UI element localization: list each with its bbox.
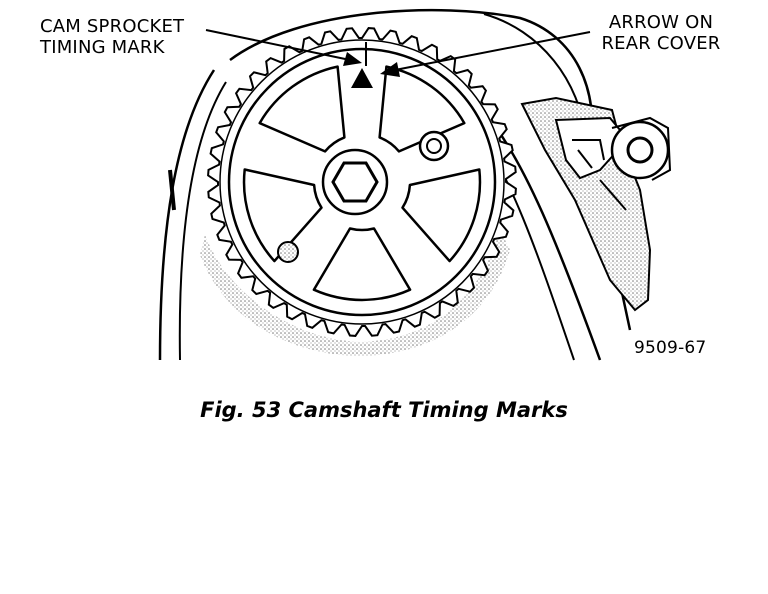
cam-timing-mark-triangle xyxy=(351,68,373,88)
sprocket-side-bolt xyxy=(418,130,450,162)
spoke-window xyxy=(378,65,466,153)
figure-reference-number: 9509-67 xyxy=(634,338,707,358)
label-cam-line1: CAM SPROCKET xyxy=(40,16,185,37)
sprocket-hex-bolt xyxy=(331,161,379,203)
tensioner-pivot-bore xyxy=(626,136,654,164)
sprocket-spoke-windows xyxy=(242,65,482,302)
label-cam-sprocket-timing-mark: CAM SPROCKET TIMING MARK xyxy=(40,16,184,58)
camshaft-timing-illustration xyxy=(158,8,672,361)
tensioner-arm xyxy=(554,116,622,180)
tensioner-arm-detail xyxy=(572,139,627,211)
label-cam-line2: TIMING MARK xyxy=(40,37,165,58)
spoke-window xyxy=(258,65,346,153)
spoke-window xyxy=(312,227,412,302)
cam-mark-leader xyxy=(205,29,351,61)
figure-caption: Fig. 53 Camshaft Timing Marks xyxy=(200,398,568,422)
belt-shadow xyxy=(200,230,510,356)
cam-sprocket-rim xyxy=(219,39,505,325)
spoke-window xyxy=(242,168,323,263)
cam-sprocket-hub-ring xyxy=(227,47,497,317)
rear-cover-leader xyxy=(394,31,591,71)
label-arrow-line2: REAR COVER xyxy=(601,33,721,54)
label-arrow-line1: ARROW ON xyxy=(608,12,714,33)
label-arrow-on-rear-cover: ARROW ON REAR COVER xyxy=(586,12,736,54)
spoke-window xyxy=(401,168,482,263)
